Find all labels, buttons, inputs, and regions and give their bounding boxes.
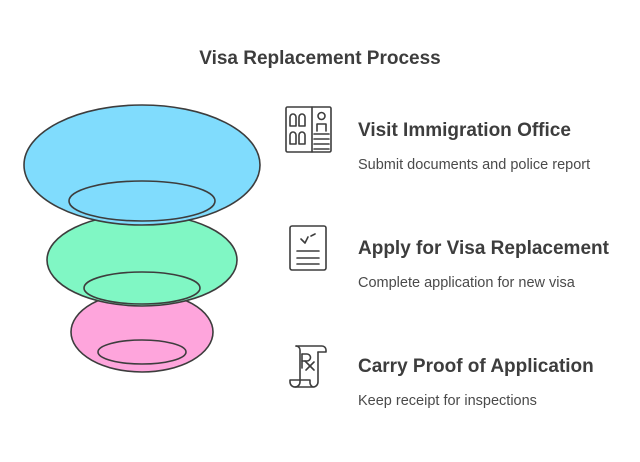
- funnel-layer-top-hole: [68, 180, 216, 222]
- receipt-icon: [289, 345, 327, 388]
- step-desc-visit-office: Submit documents and police report: [358, 157, 591, 173]
- funnel-graphic: [23, 104, 261, 373]
- step-desc-apply-replacement: Complete application for new visa: [358, 275, 575, 291]
- funnel-layer-middle-hole: [83, 271, 201, 305]
- step-title-visit-office: Visit Immigration Office: [358, 120, 571, 141]
- step-desc-carry-proof: Keep receipt for inspections: [358, 393, 537, 409]
- funnel-layer-bottom: [70, 291, 214, 373]
- diagram-title: Visa Replacement Process: [199, 48, 441, 69]
- funnel-layer-bottom-hole: [97, 339, 187, 365]
- building-icon: [285, 106, 332, 153]
- checklist-icon: [289, 225, 327, 271]
- funnel-layer-top: [23, 104, 261, 226]
- step-title-carry-proof: Carry Proof of Application: [358, 356, 594, 377]
- funnel-layer-middle: [46, 213, 238, 307]
- step-title-apply-replacement: Apply for Visa Replacement: [358, 238, 609, 259]
